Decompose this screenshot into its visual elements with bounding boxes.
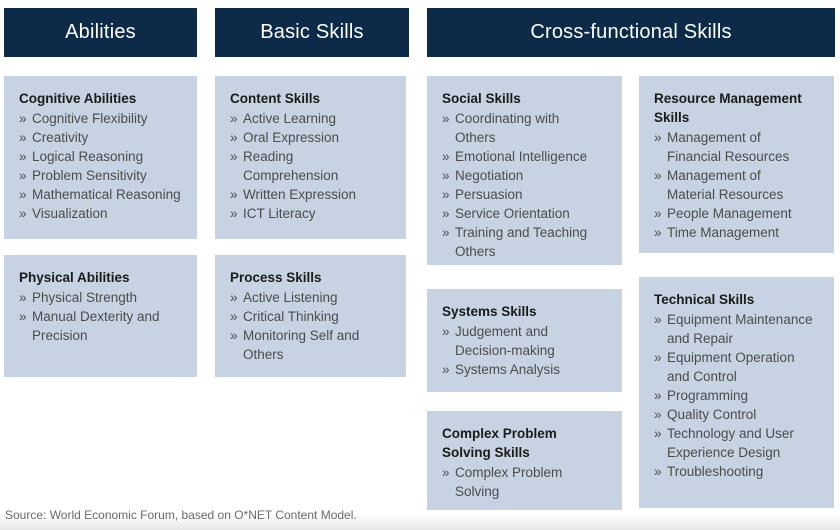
skill-item: Judgement and Decision-making — [442, 322, 614, 360]
skill-item: Creativity — [19, 128, 189, 147]
skill-box-cognitive-abilities: Cognitive Abilities Cognitive Flexibilit… — [4, 76, 197, 239]
skill-box-technical-skills: Technical Skills Equipment Maintenance a… — [639, 277, 834, 508]
header-abilities: Abilities — [4, 8, 197, 57]
skill-item: Manual Dexterity and Precision — [19, 307, 189, 345]
skill-list: Physical StrengthManual Dexterity and Pr… — [19, 288, 189, 345]
skill-item: Cognitive Flexibility — [19, 109, 189, 128]
skill-item: Logical Reasoning — [19, 147, 189, 166]
box-title: Social Skills — [442, 91, 521, 106]
skill-box-process-skills: Process Skills Active ListeningCritical … — [215, 255, 406, 377]
skill-item: Reading Comprehension — [230, 147, 398, 185]
source-note: Source: World Economic Forum, based on O… — [5, 508, 357, 522]
skill-item: ICT Literacy — [230, 204, 398, 223]
box-title: Process Skills — [230, 270, 322, 285]
skill-item: Equipment Maintenance and Repair — [654, 310, 826, 348]
skill-list: Active ListeningCritical ThinkingMonitor… — [230, 288, 398, 364]
skill-item: Technology and User Experience Design — [654, 424, 826, 462]
skill-item: Monitoring Self and Others — [230, 326, 398, 364]
header-basic-skills: Basic Skills — [215, 8, 409, 57]
skill-item: Programming — [654, 386, 826, 405]
bottom-fade-band — [0, 514, 840, 530]
skill-box-systems-skills: Systems Skills Judgement and Decision-ma… — [427, 289, 622, 392]
skill-item: People Management — [654, 204, 826, 223]
skill-list: Active LearningOral ExpressionReading Co… — [230, 109, 398, 223]
skill-item: Written Expression — [230, 185, 398, 204]
skill-item: Persuasion — [442, 185, 614, 204]
skill-list: Complex Problem Solving — [442, 463, 614, 501]
box-title: Systems Skills — [442, 304, 537, 319]
skill-item: Equipment Operation and Control — [654, 348, 826, 386]
skill-box-physical-abilities: Physical Abilities Physical StrengthManu… — [4, 255, 197, 377]
skill-item: Visualization — [19, 204, 189, 223]
box-title: Complex Problem Solving Skills — [442, 426, 557, 460]
skill-item: Active Learning — [230, 109, 398, 128]
skill-list: Judgement and Decision-makingSystems Ana… — [442, 322, 614, 379]
skill-item: Management of Financial Resources — [654, 128, 826, 166]
skill-item: Time Management — [654, 223, 826, 242]
skill-item: Active Listening — [230, 288, 398, 307]
skill-item: Coordinating with Others — [442, 109, 614, 147]
skill-box-content-skills: Content Skills Active LearningOral Expre… — [215, 76, 406, 239]
skill-item: Physical Strength — [19, 288, 189, 307]
skill-item: Problem Sensitivity — [19, 166, 189, 185]
skill-box-resource-management-skills: Resource Management Skills Management of… — [639, 76, 834, 253]
skill-item: Systems Analysis — [442, 360, 614, 379]
skill-item: Management of Material Resources — [654, 166, 826, 204]
box-title: Cognitive Abilities — [19, 91, 137, 106]
header-cross-functional-skills: Cross-functional Skills — [427, 8, 835, 57]
skill-list: Management of Financial ResourcesManagem… — [654, 128, 826, 242]
skill-item: Quality Control — [654, 405, 826, 424]
skill-box-social-skills: Social Skills Coordinating with OthersEm… — [427, 76, 622, 265]
skill-item: Critical Thinking — [230, 307, 398, 326]
skill-item: Oral Expression — [230, 128, 398, 147]
skill-item: Troubleshooting — [654, 462, 826, 481]
box-title: Content Skills — [230, 91, 321, 106]
box-title: Resource Management Skills — [654, 91, 802, 125]
skill-item: Complex Problem Solving — [442, 463, 614, 501]
skill-item: Emotional Intelligence — [442, 147, 614, 166]
skill-item: Training and Teaching Others — [442, 223, 614, 261]
skill-item: Mathematical Reasoning — [19, 185, 189, 204]
skill-box-complex-problem-solving-skills: Complex Problem Solving Skills Complex P… — [427, 411, 622, 510]
box-title: Physical Abilities — [19, 270, 130, 285]
skill-list: Coordinating with OthersEmotional Intell… — [442, 109, 614, 261]
skill-item: Service Orientation — [442, 204, 614, 223]
box-title: Technical Skills — [654, 292, 755, 307]
skill-list: Cognitive FlexibilityCreativityLogical R… — [19, 109, 189, 223]
skill-list: Equipment Maintenance and RepairEquipmen… — [654, 310, 826, 481]
skill-item: Negotiation — [442, 166, 614, 185]
